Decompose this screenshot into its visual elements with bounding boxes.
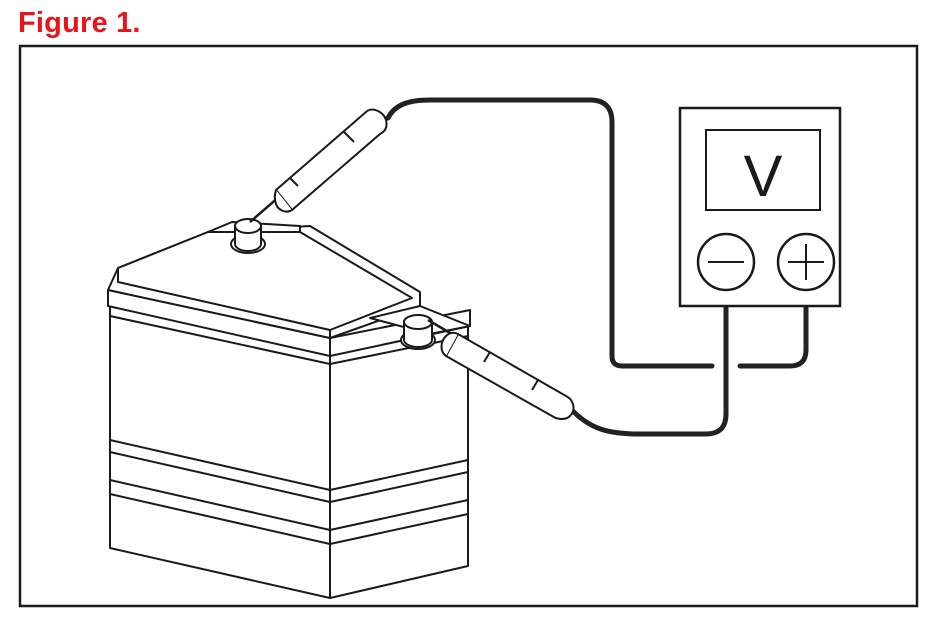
minus-icon (696, 232, 756, 292)
voltmeter-display-symbol: V (744, 144, 783, 209)
voltmeter-display (705, 129, 821, 211)
battery-terminal-rear (230, 218, 266, 254)
wire-to-positive (385, 97, 715, 369)
probe-rear (249, 108, 388, 223)
wire-to-positive-end (737, 289, 809, 369)
figure-title: Figure 1. (18, 7, 141, 39)
battery-terminal-front (400, 314, 436, 350)
battery (107, 218, 471, 599)
test-leads (385, 97, 809, 437)
probe-front (427, 318, 575, 420)
plus-icon (776, 232, 836, 292)
figure-frame (18, 44, 919, 608)
voltmeter: V (678, 106, 842, 308)
wire-to-negative (567, 289, 729, 437)
